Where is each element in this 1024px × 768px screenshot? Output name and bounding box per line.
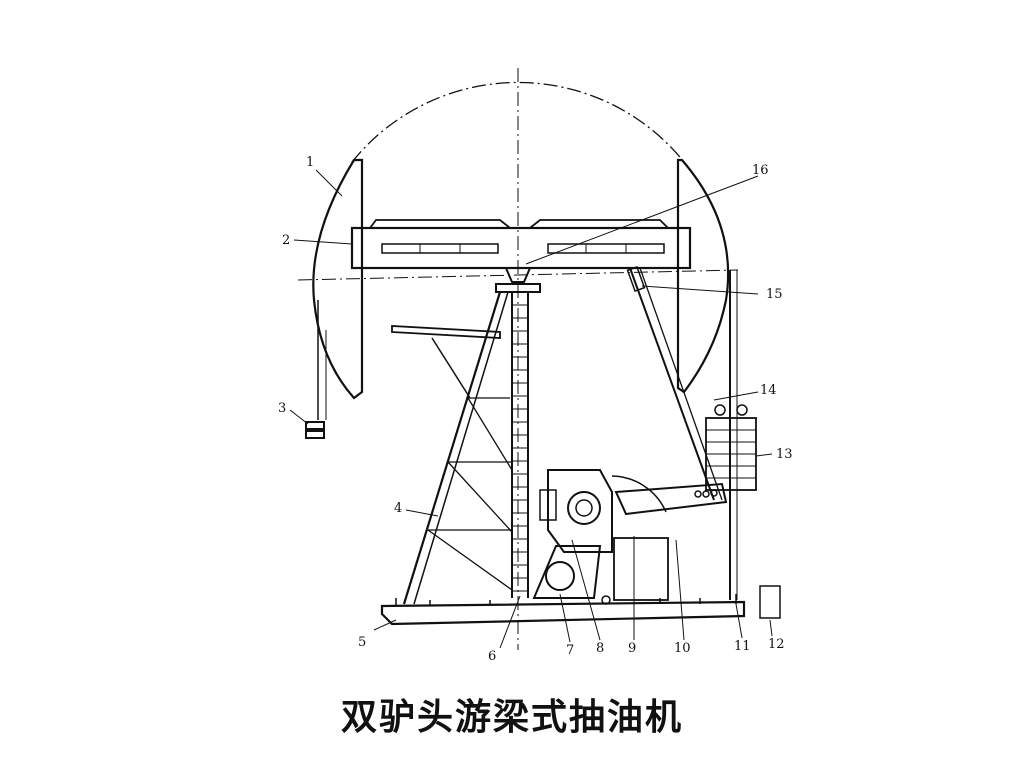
label-15: 15 [766, 287, 783, 302]
left-horse-head [312, 158, 364, 420]
label-12: 12 [768, 637, 785, 652]
polished-rod-hanger [305, 421, 325, 439]
base-skid [380, 594, 746, 626]
label-8: 8 [596, 641, 604, 656]
label-11: 11 [734, 639, 751, 654]
label-5: 5 [358, 635, 366, 650]
front-leg [391, 291, 513, 605]
label-13: 13 [776, 447, 793, 462]
pitman-arm [626, 265, 723, 501]
label-2: 2 [282, 233, 290, 248]
walking-beam [350, 219, 692, 270]
label-14: 14 [760, 383, 777, 398]
leader-lines [289, 169, 773, 649]
right-horse-head [676, 158, 738, 600]
label-7: 7 [566, 643, 574, 658]
label-4: 4 [394, 501, 402, 516]
reference-arc [351, 81, 685, 163]
center-bearing [495, 267, 541, 293]
label-9: 9 [628, 641, 636, 656]
label-1: 1 [306, 155, 314, 170]
label-10: 10 [674, 641, 691, 656]
item-12-box [759, 585, 781, 619]
gearbox [539, 469, 667, 553]
crank-counterweight [614, 404, 757, 516]
label-3: 3 [278, 401, 286, 416]
horizontal-centerline [297, 269, 739, 281]
diagram-caption: 双驴头游梁式抽油机 [340, 696, 683, 738]
gearbox-support [613, 537, 669, 601]
label-16: 16 [752, 163, 769, 178]
samson-post [511, 292, 529, 598]
label-6: 6 [488, 649, 496, 664]
motor [532, 545, 602, 599]
